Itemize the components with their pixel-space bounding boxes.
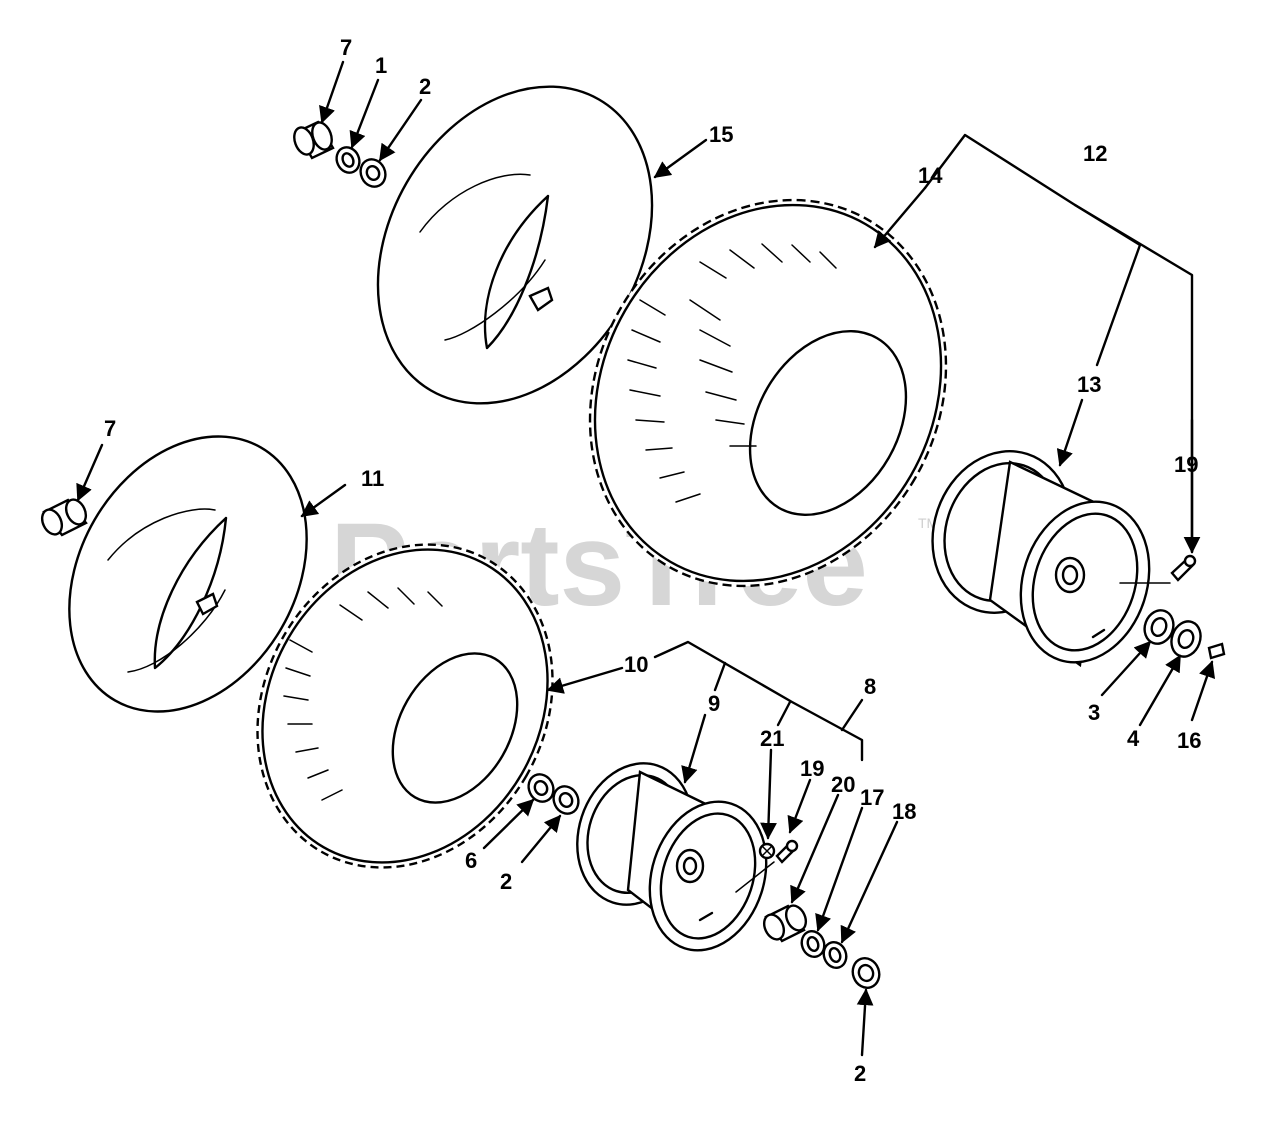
callout-6: 6 [465,848,477,873]
callout-18: 18 [892,799,916,824]
callout-7-top: 7 [340,35,352,60]
callout-2-bottom: 2 [854,1061,866,1086]
tire-10 [256,543,554,869]
washer-2-mid [552,785,580,815]
bushing-7-top [293,120,335,160]
bushing-20 [762,904,808,943]
valve-stem-19-mid [775,839,799,864]
callout-16: 16 [1177,728,1201,753]
washer-6 [527,773,555,803]
inner-tube-11 [68,435,308,713]
callout-labels: 7 1 2 15 14 12 13 19 7 11 10 8 9 21 19 2… [104,35,1201,1086]
fitting-21 [758,842,776,860]
callout-2-top: 2 [419,74,431,99]
callout-7-left: 7 [104,416,116,441]
leader-lines [76,60,1216,1057]
callout-4: 4 [1127,726,1140,751]
callout-14: 14 [918,163,943,188]
callout-19-right: 19 [1174,452,1198,477]
callout-10: 10 [624,652,648,677]
callout-21: 21 [760,726,784,751]
washer-2-top [359,158,387,188]
washer-3 [1143,609,1175,645]
rim-9 [576,762,768,952]
callout-2-mid: 2 [500,869,512,894]
tire-14 [588,198,948,588]
washer-1-top [335,146,361,174]
callout-19-mid: 19 [800,756,824,781]
callout-1: 1 [375,53,387,78]
washer-4 [1170,620,1202,658]
callout-12: 12 [1083,141,1107,166]
valve-stem-19-right [1170,554,1197,582]
callout-20: 20 [831,772,855,797]
callout-15: 15 [709,122,733,147]
washer-17 [800,930,826,958]
callout-11: 11 [361,466,384,491]
bushing-7-left [40,498,88,537]
callout-13: 13 [1077,372,1101,397]
washer-2-bottom [851,957,881,989]
callout-17: 17 [860,785,884,810]
pin-16 [1207,642,1226,660]
callout-8: 8 [864,674,876,699]
washer-18 [822,941,848,969]
callout-9: 9 [708,691,720,716]
rim-13 [931,450,1151,668]
callout-3: 3 [1088,700,1100,725]
